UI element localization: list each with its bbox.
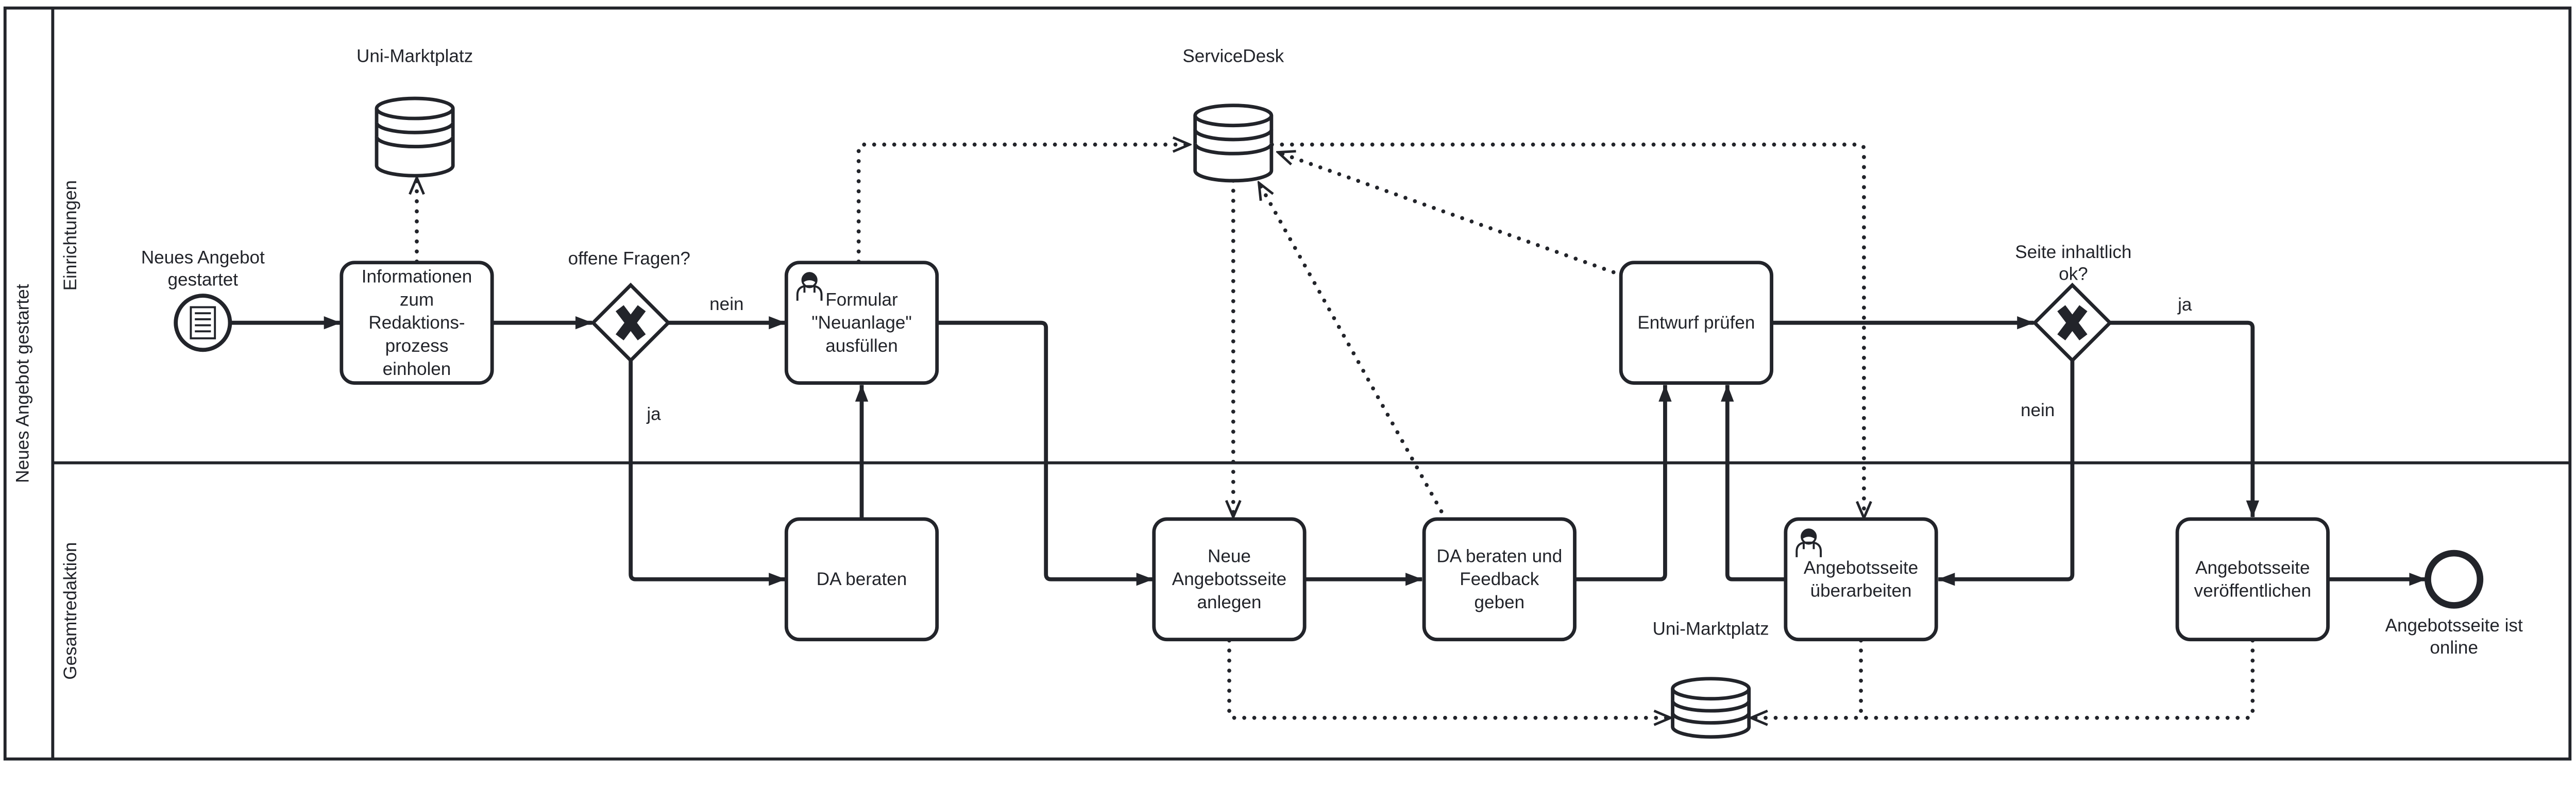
branch-label-nein: nein: [709, 294, 743, 314]
pool-label: Neues Angebot gestartet: [13, 284, 33, 483]
start-event-label: Neues Angebot: [141, 247, 265, 267]
task-angebotsseite-ueberarbeiten[interactable]: Angebotsseite überarbeiten: [1784, 517, 1938, 642]
branch-label-ja: ja: [2177, 295, 2192, 315]
assoc-entwurf-to-servicedesk: [1279, 152, 1625, 278]
assoc-ueberarbeiten-to-uni-marktplatz-bottom: [1752, 638, 1863, 718]
datastore-label: Uni-Marktplatz: [357, 46, 473, 66]
datastore-label: ServiceDesk: [1182, 46, 1284, 66]
lane-label-gesamtredaktion: Gesamtredaktion: [60, 542, 80, 680]
xor-icon: [615, 305, 646, 340]
lane-label-einrichtungen: Einrichtungen: [60, 180, 80, 291]
document-icon: [190, 306, 216, 339]
task-formular-neuanlage[interactable]: Formular "Neuanlage" ausfüllen: [784, 261, 939, 385]
gateway-offene-fragen[interactable]: offene Fragen? nein ja: [568, 248, 744, 424]
datastore-servicedesk[interactable]: ServiceDesk: [1182, 46, 1284, 183]
flow-feedback-to-entwurf: [1574, 384, 1672, 581]
svg-text:DA beraten: DA beraten: [817, 569, 907, 589]
start-event[interactable]: Neues Angebot gestartet: [141, 247, 265, 352]
svg-text:ok?: ok?: [2059, 264, 2088, 284]
svg-text:"Neuanlage": "Neuanlage": [811, 313, 912, 333]
pool-border: [3, 6, 2572, 761]
assoc-neue-seite-to-uni-marktplatz-bottom: [1227, 638, 1670, 718]
svg-text:veröffentlichen: veröffentlichen: [2194, 581, 2312, 601]
task-informationen-einholen[interactable]: Informationen zum Redaktions- prozess ei…: [340, 261, 494, 385]
flow-formular-to-neue-seite: [937, 320, 1154, 586]
end-event-label: Angebotsseite ist: [2385, 615, 2523, 636]
user-icon: [1795, 528, 1822, 557]
task-neue-angebotsseite-anlegen[interactable]: Neue Angebotsseite anlegen: [1152, 517, 1307, 642]
datastore-label: Uni-Marktplatz: [1653, 619, 1769, 639]
assoc-formular-to-servicedesk: [856, 145, 1189, 264]
datastore-uni-marktplatz-top[interactable]: Uni-Marktplatz: [357, 46, 473, 178]
bpmn-diagram: Neues Angebot gestartet Einrichtungen Ge…: [3, 6, 2572, 761]
branch-label-ja: ja: [646, 404, 661, 424]
svg-text:Formular: Formular: [825, 289, 898, 310]
task-angebotsseite-veroeffentlichen[interactable]: Angebotsseite veröffentlichen: [2175, 517, 2330, 642]
flow-gateway2-ja-to-veroeffentlichen: [2110, 320, 2259, 518]
svg-text:geben: geben: [1475, 592, 1525, 612]
flow-ueberarbeiten-to-entwurf: [1721, 384, 1786, 581]
svg-text:online: online: [2430, 638, 2478, 658]
assoc-feedback-to-servicedesk: [1259, 184, 1448, 522]
svg-text:DA beraten und: DA beraten und: [1436, 546, 1562, 566]
gateway-seite-inhaltlich-ok[interactable]: Seite inhaltlich ok? ja nein: [2015, 242, 2192, 420]
svg-text:Neue: Neue: [1208, 546, 1251, 566]
svg-text:Redaktions-: Redaktions-: [368, 313, 465, 333]
user-icon: [796, 272, 823, 301]
svg-text:prozess: prozess: [385, 336, 449, 356]
svg-text:ausfüllen: ausfüllen: [825, 336, 897, 356]
svg-text:Entwurf prüfen: Entwurf prüfen: [1637, 313, 1755, 333]
branch-label-nein: nein: [2021, 400, 2055, 420]
flow-gateway1-ja-to-da-beraten: [629, 360, 786, 586]
svg-text:überarbeiten: überarbeiten: [1810, 581, 1912, 601]
data-associations: [417, 142, 2255, 720]
svg-text:einholen: einholen: [383, 359, 451, 379]
svg-text:Informationen: Informationen: [362, 267, 472, 287]
svg-text:Angebotsseite: Angebotsseite: [1172, 569, 1286, 589]
svg-text:Angebotsseite: Angebotsseite: [1804, 558, 1918, 578]
svg-text:zum: zum: [400, 289, 434, 310]
datastore-uni-marktplatz-bottom[interactable]: Uni-Marktplatz: [1653, 619, 1769, 739]
gateway-label: Seite inhaltlich: [2015, 242, 2131, 262]
svg-text:Angebotsseite: Angebotsseite: [2195, 558, 2310, 578]
flow-gateway2-nein-to-ueberarbeiten: [1938, 360, 2075, 586]
task-da-beraten-feedback[interactable]: DA beraten und Feedback geben: [1422, 517, 1577, 642]
sequence-flows: [230, 316, 2427, 586]
xor-icon: [2057, 305, 2088, 340]
pool: Neues Angebot gestartet Einrichtungen Ge…: [3, 6, 2572, 761]
end-event[interactable]: Angebotsseite ist online: [2385, 550, 2523, 658]
svg-text:Feedback: Feedback: [1460, 569, 1539, 589]
task-entwurf-pruefen[interactable]: Entwurf prüfen: [1619, 261, 1774, 385]
task-da-beraten[interactable]: DA beraten: [784, 517, 939, 642]
gateway-label: offene Fragen?: [568, 248, 690, 268]
assoc-servicedesk-to-ueberarbeiten: [1269, 142, 1864, 517]
assoc-veroeffentlichen-to-uni-marktplatz-bottom: [1859, 638, 2255, 720]
svg-text:gestartet: gestartet: [168, 269, 239, 289]
svg-text:anlegen: anlegen: [1197, 592, 1262, 612]
